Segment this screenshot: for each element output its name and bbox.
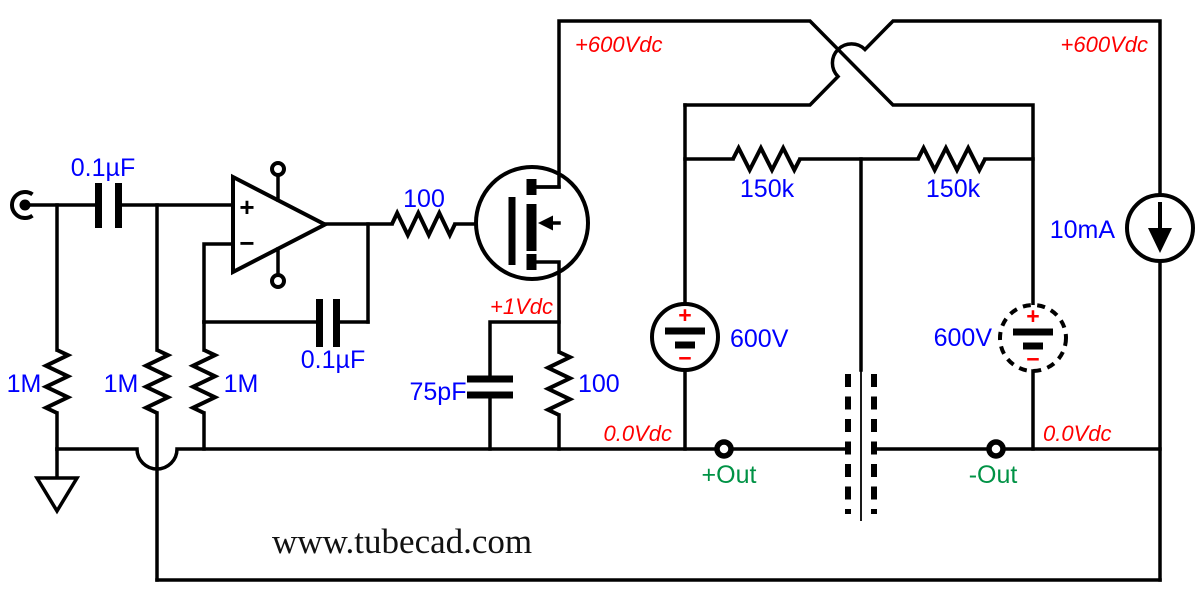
battery-right-minus: − [1026,346,1039,372]
battery-left-plus: + [678,302,691,328]
out-neg-voltage: 0.0Vdc [1043,421,1112,446]
current-source-arrow [1148,228,1172,253]
feedback-network: 0.1µF [202,222,370,374]
mosfet [474,165,590,354]
r1-label: 1M [7,370,42,398]
rail-left-to-right-battery [534,19,1035,307]
out-neg-terminal [986,439,1006,459]
opamp: + − [231,161,330,289]
r2-label: 1M [104,370,139,398]
out-pos-rail [55,447,847,471]
feedback-cap-label: 0.1µF [301,346,365,374]
battery-right-plus: + [1026,303,1039,329]
jack-ring [10,190,34,220]
battery-right-label: 600V [934,324,993,352]
battery-left-minus: − [678,345,691,371]
plate-resistor-left-label: 150k [740,175,795,203]
battery-right: + − 600V [934,303,1068,451]
r3-label: 1M [224,370,259,398]
rail-left-voltage-label: +600Vdc [575,32,662,57]
out-pos-label: +Out [702,461,757,489]
current-source-label: 10mA [1050,216,1116,244]
esl-panel [845,370,877,521]
mosfet-body-arrow [538,215,553,231]
source-node: +1Vdc [488,294,561,378]
source-voltage-label: +1Vdc [490,294,553,319]
website-text: www.tubecad.com [272,522,532,561]
ground-symbol [33,476,81,515]
hv-rails-crossover: +600Vdc +600Vdc [534,19,1162,307]
input-cap-label: 0.1µF [71,154,135,182]
battery-left-label: 600V [730,325,789,353]
gate-resistor: 100 [323,185,479,240]
plate-resistor-right [916,143,987,175]
comp-cap-label: 75pF [410,378,467,406]
plate-resistor-left [731,143,802,175]
resistor-1m-bias: 1M [104,203,173,582]
out-pos-voltage: 0.0Vdc [604,421,673,446]
rail-right-voltage-label: +600Vdc [1061,32,1148,57]
opamp-vminus-pin [270,273,286,289]
input-coupling-cap: 0.1µF [71,154,135,228]
source-resistor: 100 [543,350,620,451]
plate-resistor-right-label: 150k [926,175,981,203]
current-source: 10mA [1050,193,1195,582]
resistor-1m-input: 1M [7,203,73,451]
battery-left: + − 600V [650,302,789,451]
resistor-1m-feedback: 1M [188,320,259,451]
battery-right-circle [998,303,1068,373]
opamp-vplus-pin [270,161,286,177]
source-resistor-label: 100 [578,370,620,398]
rail-right-to-left-branch [683,19,1162,197]
gate-resistor-label: 100 [403,185,445,213]
compensation-cap: 75pF [410,375,513,451]
wire-inverting-input [202,242,235,324]
plate-resistor-network: 150k 150k [683,103,1035,372]
out-neg-label: -Out [969,461,1018,489]
out-pos-terminal [714,439,734,459]
output-terminals: +Out -Out 0.0Vdc 0.0Vdc [604,421,1112,489]
opamp-plus-input-mark: + [239,192,254,222]
opamp-minus-input-mark: − [239,228,254,258]
ground-rail [33,447,1162,582]
